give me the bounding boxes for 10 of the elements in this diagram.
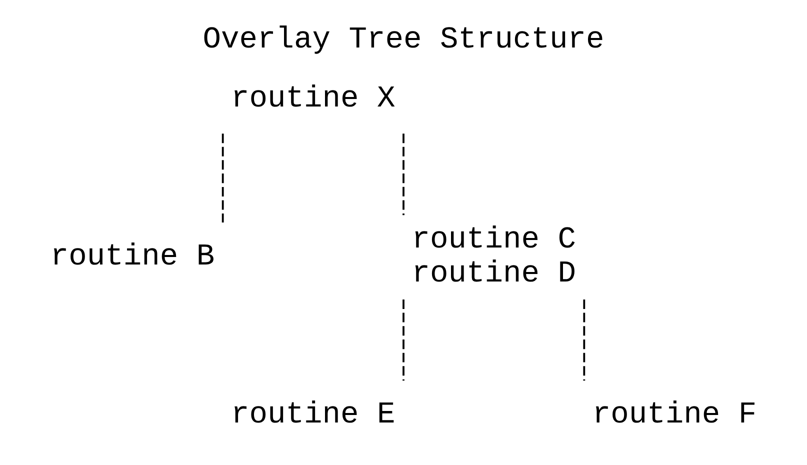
node-text: routine B [50, 240, 215, 274]
node-text: routine X [231, 82, 396, 117]
node-text: routine E [231, 398, 396, 432]
node-text: routine C routine D [412, 223, 576, 292]
diagram-title: Overlay Tree Structure [202, 24, 604, 58]
node-text: routine F [592, 398, 757, 432]
connector [222, 134, 224, 222]
connector [583, 300, 586, 381]
connector [402, 134, 404, 216]
connector [402, 300, 404, 381]
